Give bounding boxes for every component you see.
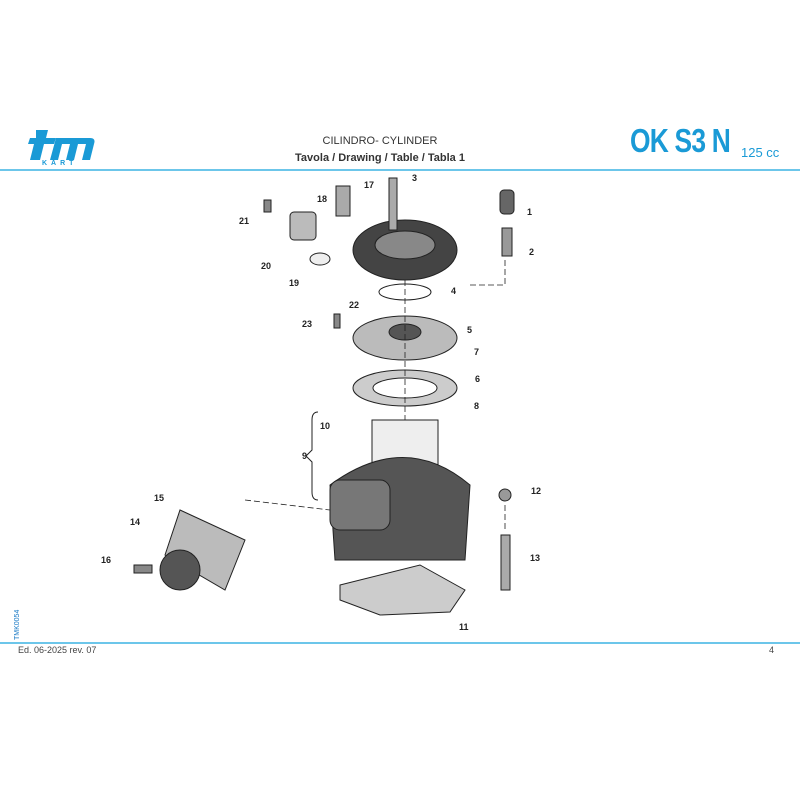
callout-7: 7 — [474, 347, 480, 357]
callout-12: 12 — [531, 486, 542, 496]
callout-21: 21 — [239, 216, 250, 226]
callout-20: 20 — [261, 261, 272, 271]
callout-5: 5 — [467, 325, 473, 335]
logo-kart-text: KART — [42, 160, 78, 167]
spark-plug — [501, 227, 513, 257]
base-gasket — [339, 564, 466, 616]
callout-4: 4 — [451, 286, 457, 296]
callout-13: 13 — [530, 553, 541, 563]
callout-18: 18 — [317, 194, 328, 204]
callout-16: 16 — [101, 555, 112, 565]
callout-11: 11 — [459, 622, 469, 632]
displacement: 125 cc — [741, 145, 780, 160]
callout-1: 1 — [527, 207, 533, 217]
callout-9: 9 — [302, 451, 308, 461]
callout-23: 23 — [302, 319, 313, 329]
edition-text: Ed. 06-2025 rev. 07 — [18, 645, 97, 655]
callout-6: 6 — [475, 374, 481, 384]
callout-2: 2 — [529, 247, 535, 257]
model-name: OK S3 N — [629, 122, 731, 159]
callout-15: 15 — [154, 493, 165, 503]
page-number: 4 — [768, 645, 774, 655]
callout-8: 8 — [474, 401, 480, 411]
callout-22: 22 — [349, 300, 360, 310]
table-title: Tavola / Drawing / Table / Tabla 1 — [295, 152, 465, 164]
footer-rule — [0, 642, 800, 644]
header-rule — [0, 169, 800, 171]
callout-3: 3 — [412, 173, 418, 183]
callout-10: 10 — [320, 421, 331, 431]
callout-17: 17 — [364, 180, 375, 190]
section-title: CILINDRO- CYLINDER — [322, 135, 438, 147]
tm-kart-logo — [28, 130, 95, 160]
spark-plug-cap — [499, 189, 515, 215]
callout-19: 19 — [289, 278, 300, 288]
callout-14: 14 — [130, 517, 141, 527]
drawing-code: TMK0054 — [14, 609, 21, 640]
